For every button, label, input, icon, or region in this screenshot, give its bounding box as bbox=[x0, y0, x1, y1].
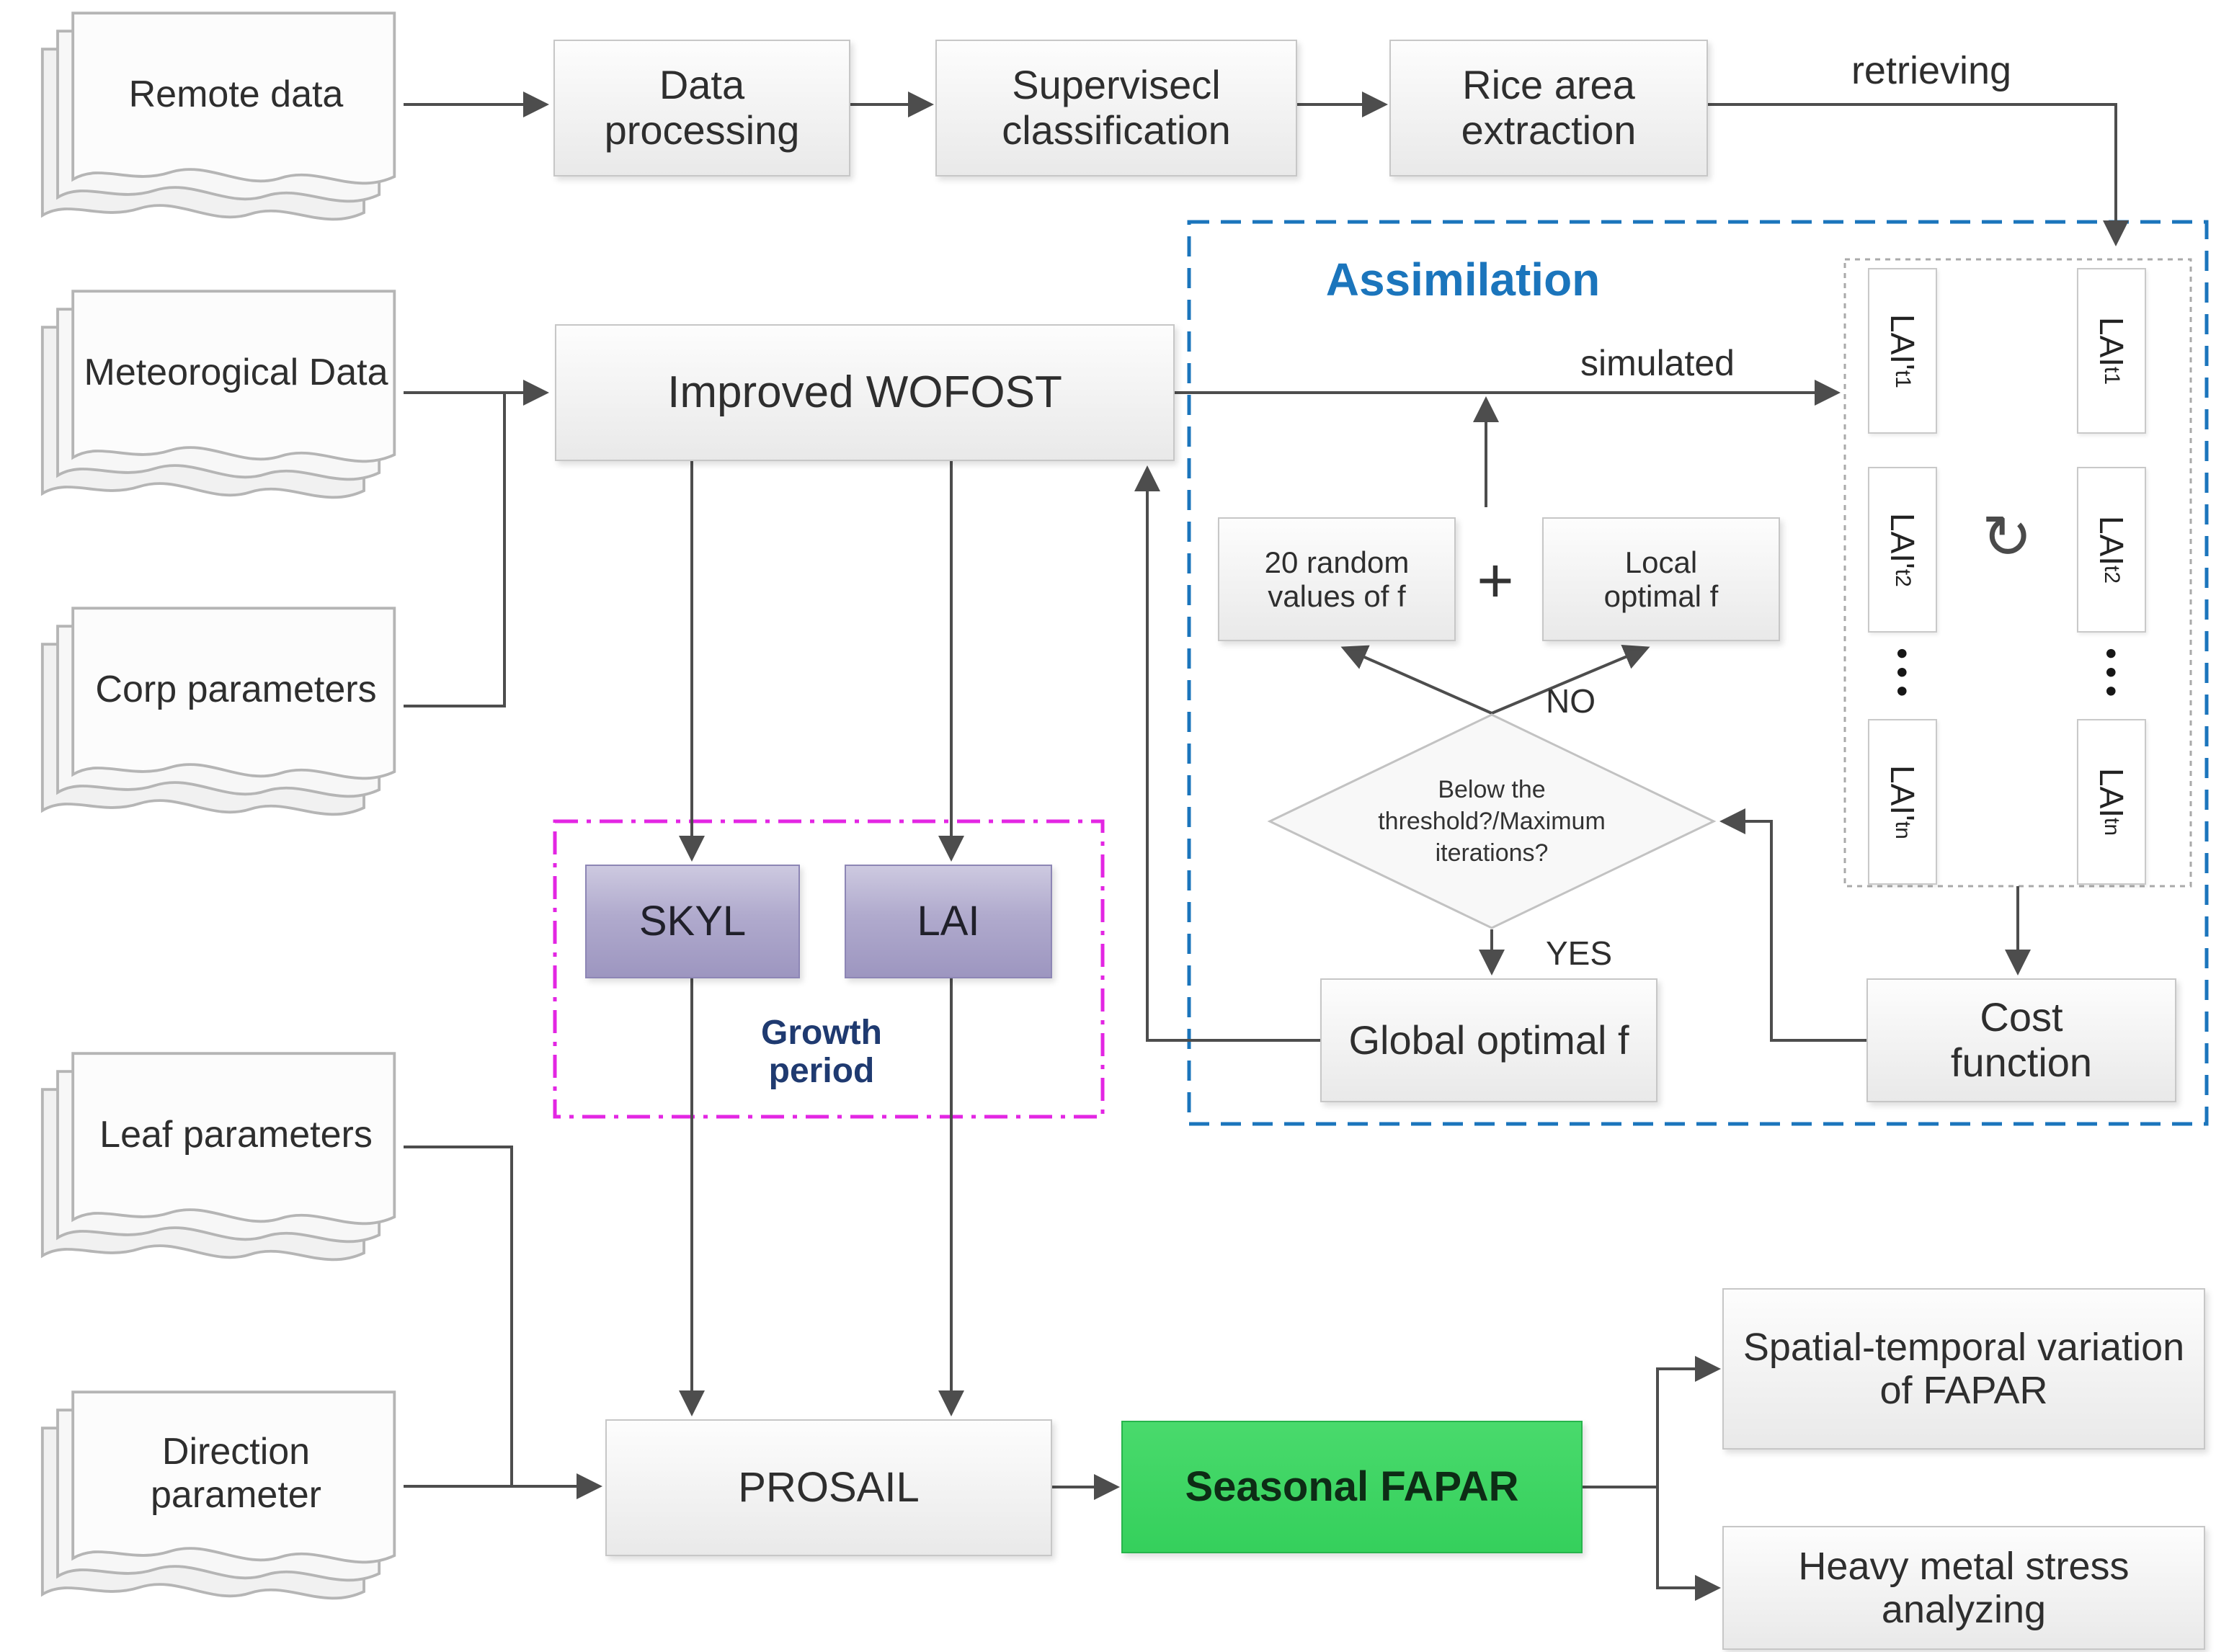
growth-period-dashdot-frame bbox=[553, 819, 1105, 1119]
stacked-document-icon bbox=[40, 607, 396, 816]
rice-area-extraction-box: Rice area extraction bbox=[1389, 40, 1708, 177]
lai-obs-t2-sub: t2 bbox=[2100, 566, 2124, 584]
lai-obs-t2: LAI bbox=[2093, 515, 2130, 566]
doc-corp-parameters: Corp parameters bbox=[40, 605, 400, 838]
random-values-box: 20 random values of f bbox=[1218, 517, 1456, 641]
arrow-no-to-random bbox=[1340, 645, 1492, 715]
retrieving-label: retrieving bbox=[1851, 49, 2012, 93]
lai-obs-tn-cell: LAItn bbox=[2077, 719, 2146, 885]
lai-sim-t2-sub: t2 bbox=[1891, 568, 1915, 587]
doc-label: Leaf parameters bbox=[99, 1114, 373, 1156]
stacked-document-icon bbox=[40, 290, 396, 499]
decision-diamond bbox=[1267, 713, 1717, 929]
lai-pairs-dotted-frame bbox=[1843, 258, 2192, 888]
heavy-metal-box: Heavy metal stress analyzing bbox=[1722, 1526, 2205, 1650]
doc-label: Direction parameter bbox=[151, 1431, 321, 1516]
yes-label: YES bbox=[1546, 934, 1613, 972]
arrows bbox=[404, 91, 2129, 1601]
lai-obs-t1: LAI bbox=[2093, 316, 2130, 367]
decision-text: Below the threshold?/Maximum iterations? bbox=[1378, 775, 1606, 867]
improved-wofost-box: Improved WOFOST bbox=[555, 324, 1175, 461]
lai-obs-t1-sub: t1 bbox=[2100, 367, 2124, 385]
lai-sim-tn-sub: tn bbox=[1891, 821, 1915, 839]
lai-sim-tn-cell: LAI'tn bbox=[1868, 719, 1937, 885]
doc-label: Meteorogical Data bbox=[84, 352, 388, 394]
lai-sim-t1-cell: LAI't1 bbox=[1868, 268, 1937, 434]
doc-remote-data: Remote data bbox=[40, 10, 400, 243]
arrow-cost-to-decision bbox=[1719, 808, 1866, 1042]
lai-sim-t2: LAI' bbox=[1884, 512, 1921, 569]
arrow-retrieving bbox=[1708, 103, 2129, 246]
plus-symbol: + bbox=[1477, 544, 1514, 616]
lai-sim-t1-sub: t1 bbox=[1891, 370, 1915, 388]
elbow-corp-params bbox=[404, 394, 506, 707]
doc-label: Remote data bbox=[128, 73, 344, 116]
doc-meteorological-data: Meteorogical Data bbox=[40, 288, 400, 521]
assimilation-dashed-frame bbox=[1187, 220, 2209, 1126]
lai-obs-tn-sub: tn bbox=[2100, 818, 2124, 836]
elbow-leaf-params bbox=[404, 1146, 513, 1486]
arrow-global-feedback-to-wofost bbox=[1134, 465, 1320, 1042]
lai-sim-t1: LAI' bbox=[1884, 313, 1921, 370]
stacked-document-icon bbox=[40, 12, 396, 221]
cost-function-box: Cost function bbox=[1866, 978, 2176, 1102]
doc-direction-parameter: Direction parameter bbox=[40, 1389, 400, 1622]
arrow-to-heavy-metal bbox=[1656, 1487, 1721, 1601]
data-processing-box: Data processing bbox=[553, 40, 850, 177]
doc-leaf-parameters: Leaf parameters bbox=[40, 1050, 400, 1283]
global-optimal-box: Global optimal f bbox=[1320, 978, 1657, 1102]
sync-icon: ↻ bbox=[1981, 501, 2033, 572]
arrow-no-to-local bbox=[1491, 645, 1650, 715]
assimilation-title: Assimilation bbox=[1325, 253, 1601, 305]
skyl-box: SKYL bbox=[585, 865, 800, 978]
lai-sim-tn: LAI' bbox=[1884, 764, 1921, 821]
lai-obs-tn: LAI bbox=[2093, 767, 2130, 818]
lai-obs-t1-cell: LAIt1 bbox=[2077, 268, 2146, 434]
sim-ellipsis-dots: ••• bbox=[1884, 647, 1922, 705]
local-optimal-box: Local optimal f bbox=[1542, 517, 1780, 641]
spatial-temporal-box: Spatial-temporal variation of FAPAR bbox=[1722, 1288, 2205, 1450]
prosail-box: PROSAIL bbox=[605, 1419, 1052, 1556]
obs-ellipsis-dots: ••• bbox=[2093, 647, 2131, 705]
lai-sim-t2-cell: LAI't2 bbox=[1868, 467, 1937, 633]
simulated-label: simulated bbox=[1580, 342, 1735, 383]
stacked-document-icon bbox=[40, 1390, 396, 1600]
lai-obs-t2-cell: LAIt2 bbox=[2077, 467, 2146, 633]
doc-label: Corp parameters bbox=[95, 669, 377, 711]
seasonal-fapar-box: Seasonal FAPAR bbox=[1121, 1421, 1583, 1553]
supervised-classification-box: Supervisecl classification bbox=[935, 40, 1297, 177]
no-label: NO bbox=[1546, 682, 1596, 720]
stacked-document-icon bbox=[40, 1052, 396, 1262]
growth-period-caption: Growth period bbox=[761, 1014, 882, 1090]
lai-box: LAI bbox=[845, 865, 1052, 978]
arrow-to-spatial bbox=[1656, 1356, 1721, 1487]
